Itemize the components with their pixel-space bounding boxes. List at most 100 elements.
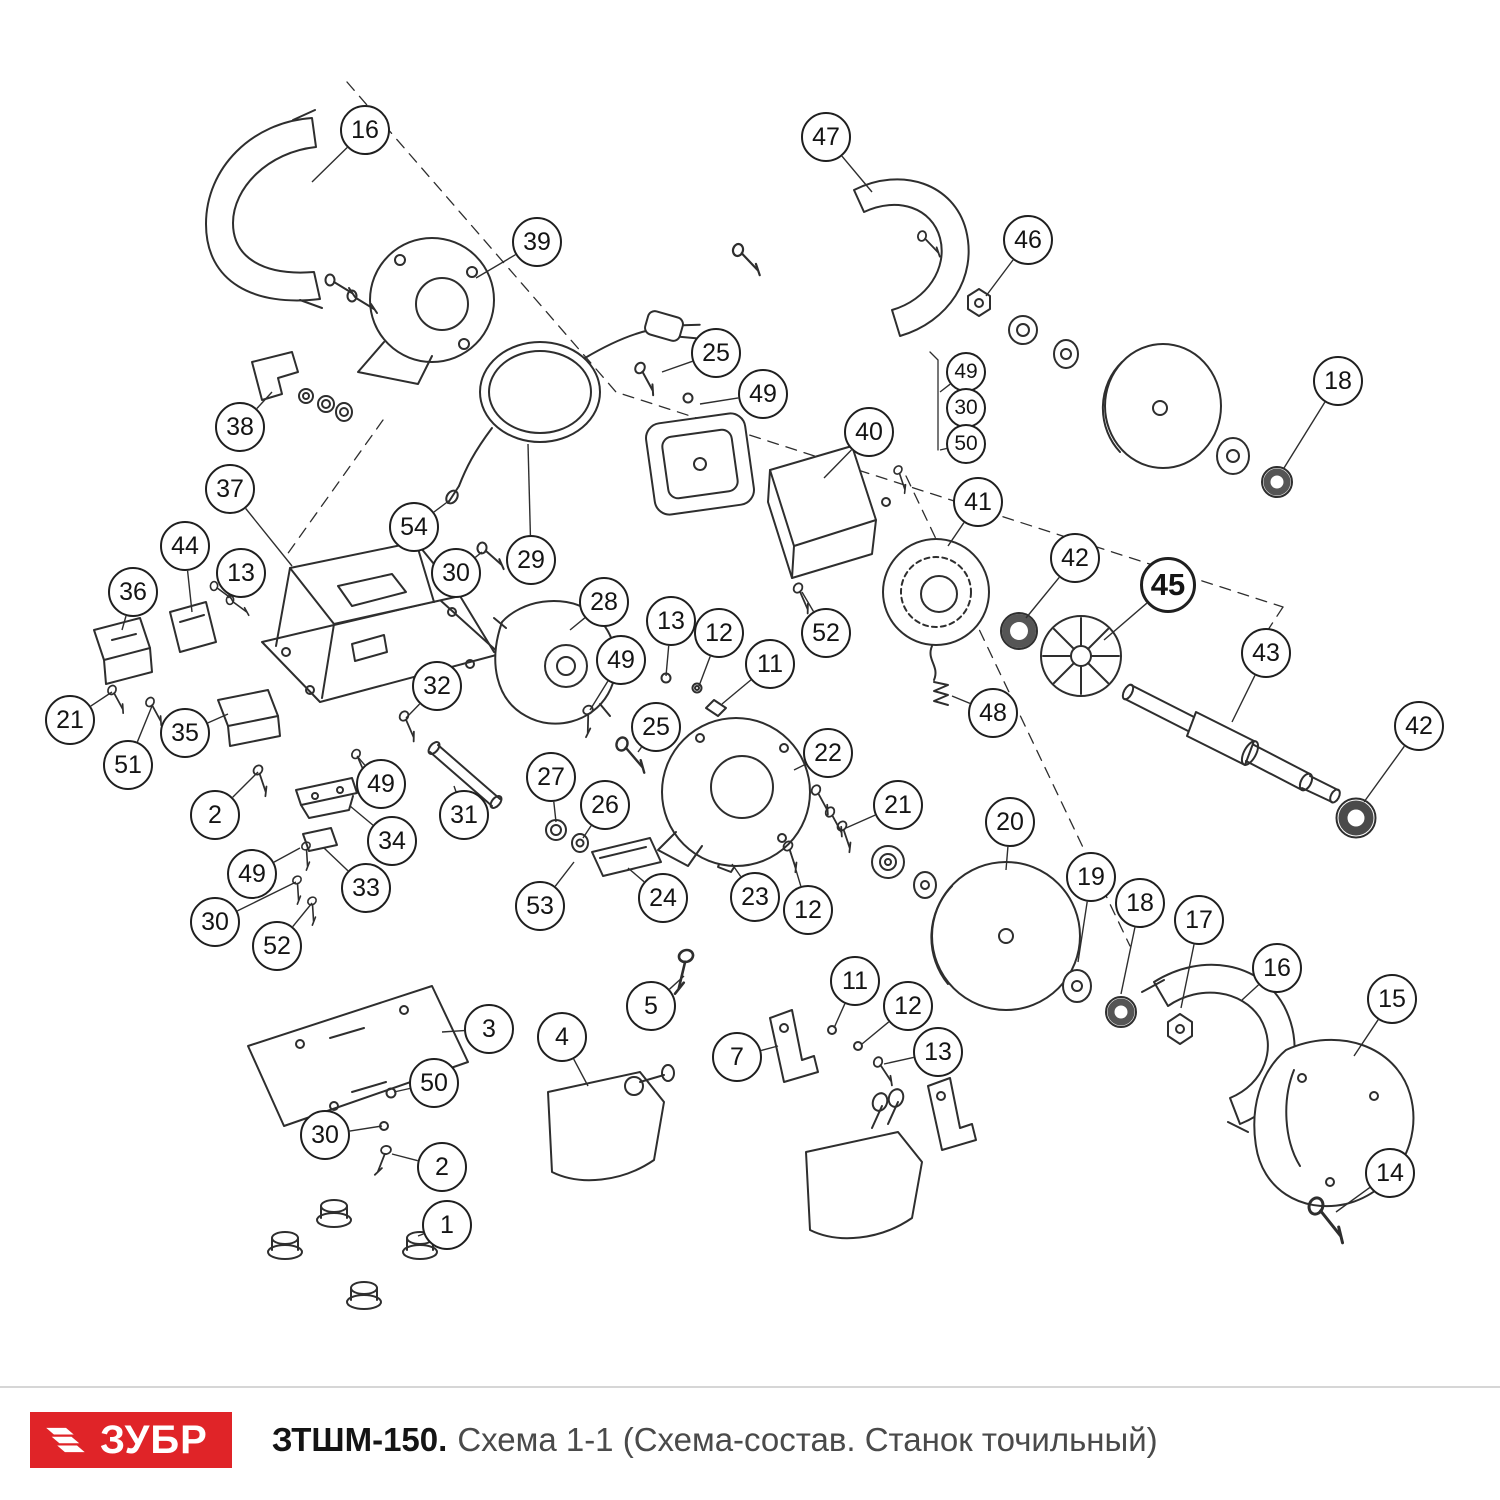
part-balloon-12: 12 <box>694 608 744 658</box>
part-balloon-13: 13 <box>913 1027 963 1077</box>
part-balloon-17: 17 <box>1174 895 1224 945</box>
part-balloon-42: 42 <box>1050 533 1100 583</box>
part-balloon-30: 30 <box>946 388 986 428</box>
part-balloon-11: 11 <box>745 639 795 689</box>
part-balloon-15: 15 <box>1367 974 1417 1024</box>
part-balloon-25: 25 <box>631 702 681 752</box>
bearing-front <box>1002 614 1036 648</box>
part-balloon-39: 39 <box>512 217 562 267</box>
part-balloon-16: 16 <box>340 105 390 155</box>
fan <box>1040 615 1122 697</box>
part-balloon-25: 25 <box>691 328 741 378</box>
part-balloon-1: 1 <box>422 1200 472 1250</box>
part-balloon-4: 4 <box>537 1012 587 1062</box>
part-balloon-42: 42 <box>1394 701 1444 751</box>
spacer-block <box>217 689 281 747</box>
part-balloon-2: 2 <box>190 790 240 840</box>
part-balloon-50: 50 <box>409 1058 459 1108</box>
part-balloon-54: 54 <box>389 502 439 552</box>
right-guard-band <box>1153 963 1296 1125</box>
part-balloon-24: 24 <box>638 873 688 923</box>
part-balloon-46: 46 <box>1003 215 1053 265</box>
part-balloon-21: 21 <box>45 695 95 745</box>
switch-housing <box>645 412 755 516</box>
part-balloon-23: 23 <box>730 872 780 922</box>
part-balloon-49: 49 <box>738 369 788 419</box>
part-balloon-32: 32 <box>412 661 462 711</box>
part-balloon-12: 12 <box>883 981 933 1031</box>
mount-bracket <box>251 351 353 422</box>
part-balloon-5: 5 <box>626 981 676 1031</box>
brand-logo: ЗУБР <box>30 1412 232 1468</box>
part-balloon-41: 41 <box>953 477 1003 527</box>
part-balloon-18: 18 <box>1313 356 1363 406</box>
part-balloon-13: 13 <box>216 548 266 598</box>
part-balloon-47: 47 <box>801 112 851 162</box>
part-balloon-37: 37 <box>205 464 255 514</box>
left-guard-band <box>205 117 321 302</box>
part-balloon-40: 40 <box>844 407 894 457</box>
bearing-rear <box>1338 800 1374 836</box>
tool-rest-right <box>805 1088 923 1240</box>
part-balloon-38: 38 <box>215 402 265 452</box>
part-balloon-12: 12 <box>783 885 833 935</box>
part-balloon-34: 34 <box>367 816 417 866</box>
motor-cover <box>767 445 877 579</box>
top-guard-band <box>853 178 970 337</box>
diagram-title: ЗТШМ-150.Схема 1-1 (Схема-состав. Станок… <box>272 1421 1158 1459</box>
part-balloon-49: 49 <box>356 759 406 809</box>
part-balloon-29: 29 <box>506 535 556 585</box>
side-cover <box>493 599 618 725</box>
part-balloon-11: 11 <box>830 956 880 1006</box>
part-balloon-49: 49 <box>227 849 277 899</box>
title-rest: Схема 1-1 (Схема-состав. Станок точильны… <box>457 1421 1158 1458</box>
part-balloon-44: 44 <box>160 521 210 571</box>
part-balloon-20: 20 <box>985 797 1035 847</box>
part-balloon-30: 30 <box>190 897 240 947</box>
stator <box>882 538 990 706</box>
part-balloon-18: 18 <box>1115 878 1165 928</box>
part-balloon-45: 45 <box>1140 557 1196 613</box>
part-balloon-31: 31 <box>439 790 489 840</box>
part-balloon-22: 22 <box>803 728 853 778</box>
part-balloon-52: 52 <box>801 608 851 658</box>
part-balloon-16: 16 <box>1252 943 1302 993</box>
part-balloon-7: 7 <box>712 1032 762 1082</box>
model-number: ЗТШМ-150. <box>271 1421 448 1458</box>
wheel-top-right <box>1101 343 1293 498</box>
part-balloon-3: 3 <box>464 1004 514 1054</box>
part-balloon-19: 19 <box>1066 852 1116 902</box>
part-balloon-13: 13 <box>646 596 696 646</box>
wheel-guard <box>657 717 811 867</box>
shaft <box>1121 683 1341 804</box>
part-balloon-2: 2 <box>417 1142 467 1192</box>
part-balloon-30: 30 <box>300 1110 350 1160</box>
fasteners-46 <box>967 288 1079 369</box>
rest-brackets <box>769 1009 977 1151</box>
guard-backplate <box>357 237 495 385</box>
base-plate <box>247 985 469 1127</box>
part-balloon-50: 50 <box>946 424 986 464</box>
part-balloon-36: 36 <box>108 567 158 617</box>
part-balloon-43: 43 <box>1241 628 1291 678</box>
part-balloon-49: 49 <box>596 635 646 685</box>
part-balloon-53: 53 <box>515 881 565 931</box>
brand-name: ЗУБР <box>100 1418 208 1462</box>
part-balloon-52: 52 <box>252 921 302 971</box>
footer: ЗУБР ЗТШМ-150.Схема 1-1 (Схема-состав. С… <box>30 1412 1158 1468</box>
part-balloon-28: 28 <box>579 577 629 627</box>
part-balloon-26: 26 <box>580 780 630 830</box>
zubr-arrow-icon <box>46 1427 85 1453</box>
part-balloon-48: 48 <box>968 688 1018 738</box>
wheel-bottom <box>930 861 1081 1011</box>
part-balloon-14: 14 <box>1365 1148 1415 1198</box>
group-bracket <box>929 351 939 451</box>
part-balloon-51: 51 <box>103 740 153 790</box>
tool-rest-left <box>547 1064 675 1182</box>
part-balloon-27: 27 <box>526 752 576 802</box>
footer-divider <box>0 1386 1500 1388</box>
